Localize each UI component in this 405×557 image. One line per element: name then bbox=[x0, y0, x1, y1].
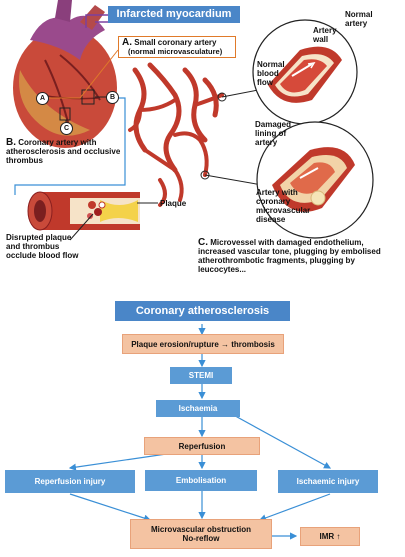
damaged-lining-label: Damaged lining of artery bbox=[255, 120, 292, 147]
flowchart-connectors bbox=[68, 324, 332, 540]
reperfusion-box: Reperfusion bbox=[144, 437, 260, 455]
diseased-artery-zoom bbox=[256, 121, 374, 239]
label-a-line1: Small coronary artery bbox=[134, 38, 217, 47]
label-c-text: Microvessel with damaged endothelium, in… bbox=[198, 238, 381, 274]
normal-artery-zoom bbox=[252, 19, 358, 125]
normal-blood-flow-label: Normal blood flow bbox=[257, 60, 285, 87]
disrupted-plaque-label: Disrupted plaque and thrombus occlude bl… bbox=[6, 233, 79, 260]
ischaemic-injury-box: Ischaemic injury bbox=[278, 470, 378, 493]
stemi-box: STEMI bbox=[170, 367, 232, 384]
artery-wall-label: Artery wall bbox=[313, 26, 337, 44]
plaque-label: Plaque bbox=[160, 199, 187, 208]
label-a-box: A. Small coronary artery (normal microva… bbox=[118, 36, 236, 58]
label-b-letter: B. bbox=[6, 137, 16, 148]
mvo-line1: Microvascular obstruction bbox=[150, 525, 252, 534]
label-a-letter: A. bbox=[122, 37, 132, 48]
badge-b: B bbox=[106, 91, 119, 104]
label-b-text: Coronary artery with atherosclerosis and… bbox=[6, 138, 121, 165]
artery-cmd-label: Artery with coronary microvascular disea… bbox=[256, 188, 311, 224]
label-b: B. Coronary artery with atherosclerosis … bbox=[6, 137, 121, 166]
microvessel-network bbox=[128, 62, 224, 207]
label-c: C. Microvessel with damaged endothelium,… bbox=[198, 237, 398, 275]
plaque-erosion-box: Plaque erosion/rupture → thrombosis bbox=[122, 334, 284, 354]
illustration bbox=[13, 0, 374, 241]
imr-box: IMR ↑ bbox=[300, 527, 360, 546]
occluded-artery bbox=[27, 191, 158, 241]
normal-artery-label: Normal artery bbox=[345, 10, 373, 28]
badge-c: C bbox=[60, 122, 73, 135]
ischaemia-box: Ischaemia bbox=[156, 400, 240, 417]
label-a-line2: (normal microvasculature) bbox=[128, 47, 223, 56]
flow-title: Coronary atherosclerosis bbox=[115, 301, 290, 321]
label-c-letter: C. bbox=[198, 237, 208, 248]
mvo-line2: No-reflow bbox=[182, 534, 220, 543]
illustration-title: Infarcted myocardium bbox=[108, 6, 240, 23]
embolisation-box: Embolisation bbox=[145, 470, 257, 491]
reperfusion-injury-box: Reperfusion injury bbox=[5, 470, 135, 493]
badge-a: A bbox=[36, 92, 49, 105]
mvo-box: Microvascular obstruction No-reflow bbox=[130, 519, 272, 549]
